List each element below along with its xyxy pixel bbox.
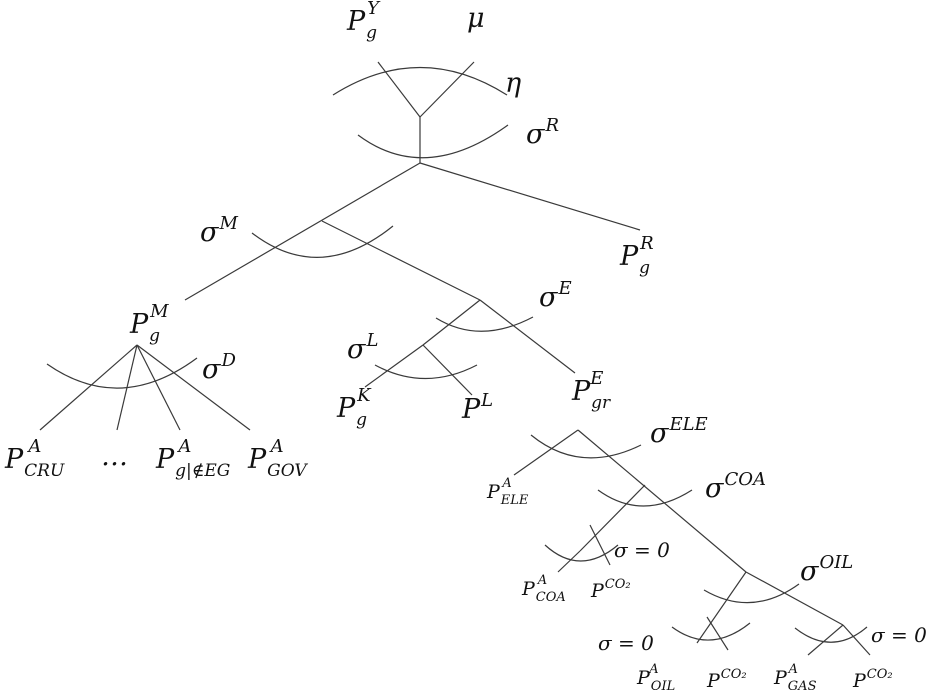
edge-ele-coa <box>577 429 747 573</box>
edge-coa-sub-pcoa <box>557 550 581 573</box>
label-p-oil: POILA <box>636 662 675 694</box>
elasticity-arcs <box>46 66 868 643</box>
edge-l-pl <box>422 344 473 396</box>
arc-eta <box>332 66 508 96</box>
arc-sigma0-coa <box>544 544 619 562</box>
label-ellipsis: … <box>101 441 128 472</box>
label-p-gas: PGASA <box>773 662 817 694</box>
edge-l-pk <box>364 344 424 388</box>
label-p-coa: PCOAA <box>521 573 566 605</box>
label-sigma-l: σL <box>347 330 378 365</box>
arc-sigma-e <box>435 316 534 332</box>
edge-pm-pgnot <box>136 344 181 431</box>
label-sigma-e: σE <box>539 278 572 313</box>
label-labor-price: PL <box>461 390 493 425</box>
label-sigma-r: σR <box>526 115 559 150</box>
label-output-price: PgY <box>346 0 381 43</box>
edge-oil-sub <box>696 571 747 644</box>
edge-m-e <box>321 220 481 301</box>
edge-coa-sub <box>579 484 646 552</box>
edge-ele-pele <box>513 429 579 476</box>
edge-e-pe <box>479 299 576 374</box>
edge-oil-sub-pco2 <box>706 616 729 651</box>
label-sigma-d: σD <box>202 350 236 385</box>
label-p-co2-gas: PCO₂ <box>852 667 893 692</box>
edge-coa-sub-pco2 <box>589 524 611 566</box>
arc-sigma0-gas <box>794 626 868 643</box>
arc-sigma0-oil <box>671 622 751 641</box>
edge-pm-cru <box>39 344 138 431</box>
label-sigma-zero-coa: σ = 0 <box>614 538 670 562</box>
label-sigma-zero-oil: σ = 0 <box>598 631 654 655</box>
edge-py-junction <box>377 61 421 118</box>
edge-pm-gov <box>136 344 251 431</box>
label-intermediate-price: PgM <box>129 301 169 346</box>
label-p-cru: PCRUA <box>4 436 65 481</box>
arc-sigma-d <box>46 357 198 389</box>
label-sigma-coa: σCOA <box>705 469 766 504</box>
edge-root-pr <box>419 162 641 231</box>
label-sigma-oil: σOIL <box>800 552 853 587</box>
tree-labels: PgY μ η σR σM PgR PgM σE σD σL PgK PL Pg… <box>4 0 927 694</box>
edge-mu-junction <box>419 61 475 118</box>
label-energy-price: PgrE <box>571 368 611 413</box>
label-sigma-zero-gas: σ = 0 <box>871 623 927 647</box>
edge-gas-pco2 <box>842 624 871 656</box>
label-mu: μ <box>467 3 485 34</box>
label-p-co2-coal: PCO₂ <box>590 577 631 602</box>
edge-oil-gas <box>745 571 844 626</box>
arc-sigma-ele <box>530 434 642 459</box>
arc-sigma-oil <box>703 583 800 604</box>
label-eta: η <box>505 68 521 99</box>
label-resource-price: PgR <box>619 233 654 278</box>
arc-sigma-m <box>251 225 394 258</box>
label-sigma-m: σM <box>200 213 238 248</box>
label-capital-price: PgK <box>336 385 372 430</box>
label-sigma-ele: σELE <box>650 414 708 449</box>
arc-sigma-coa <box>597 489 693 507</box>
edge-e-l <box>422 299 481 346</box>
label-p-g-not-eg: Pg|∉EGA <box>155 436 230 481</box>
label-p-co2-oil: PCO₂ <box>706 667 747 692</box>
tree-edges <box>39 61 871 656</box>
arc-sigma-r <box>357 124 509 159</box>
arc-sigma-l <box>374 364 478 379</box>
label-p-ele: PELEA <box>486 476 529 508</box>
label-p-gov: PGOVA <box>247 436 308 481</box>
edge-gas-pgas <box>807 624 844 656</box>
edge-root-pm <box>184 162 421 301</box>
